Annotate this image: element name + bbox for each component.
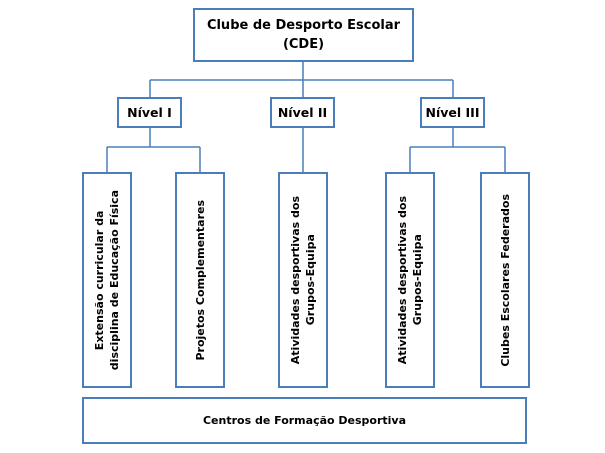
leaf-text-line1: Atividades desportivas dos <box>289 195 302 365</box>
leaf-text-line1: Projetos Complementares <box>193 199 207 361</box>
footer-label: Centros de Formação Desportiva <box>202 414 407 427</box>
level-label: Nível II <box>277 105 328 120</box>
leaf-text-line1: Extensão curricular da <box>93 210 106 350</box>
level-label: Nível I <box>127 105 172 120</box>
level-node-3: Nível III <box>420 97 485 128</box>
leaf-node-3: Atividades desportivas dos Grupos-Equipa <box>278 172 328 388</box>
root-abbreviation: (CDE) <box>282 37 325 52</box>
leaf-node-4: Atividades desportivas dos Grupos-Equipa <box>385 172 435 388</box>
leaf-text-line2: Grupos-Equipa <box>304 234 317 326</box>
level-node-1: Nível I <box>117 97 182 128</box>
leaf-node-5: Clubes Escolares Federados <box>480 172 530 388</box>
root-node: Clube de Desporto Escolar (CDE) <box>193 8 414 62</box>
leaf-text: Atividades desportivas dos Grupos-Equipa <box>288 196 318 364</box>
root-title: Clube de Desporto Escolar <box>206 18 401 33</box>
leaf-text-line1: Atividades desportivas dos <box>396 195 409 365</box>
level-node-2: Nível II <box>270 97 335 128</box>
leaf-text-line1: Clubes Escolares Federados <box>498 193 512 367</box>
leaf-text: Extensão curricular da disciplina de Edu… <box>92 190 122 370</box>
footer-node: Centros de Formação Desportiva <box>82 397 527 444</box>
level-label: Nível III <box>425 105 480 120</box>
leaf-text: Clubes Escolares Federados <box>498 194 513 367</box>
leaf-node-1: Extensão curricular da disciplina de Edu… <box>82 172 132 388</box>
leaf-text: Atividades desportivas dos Grupos-Equipa <box>395 196 425 364</box>
leaf-node-2: Projetos Complementares <box>175 172 225 388</box>
leaf-text-line2: disciplina de Educação Física <box>108 189 121 371</box>
leaf-text-line2: Grupos-Equipa <box>411 234 424 326</box>
leaf-text: Projetos Complementares <box>193 200 208 361</box>
